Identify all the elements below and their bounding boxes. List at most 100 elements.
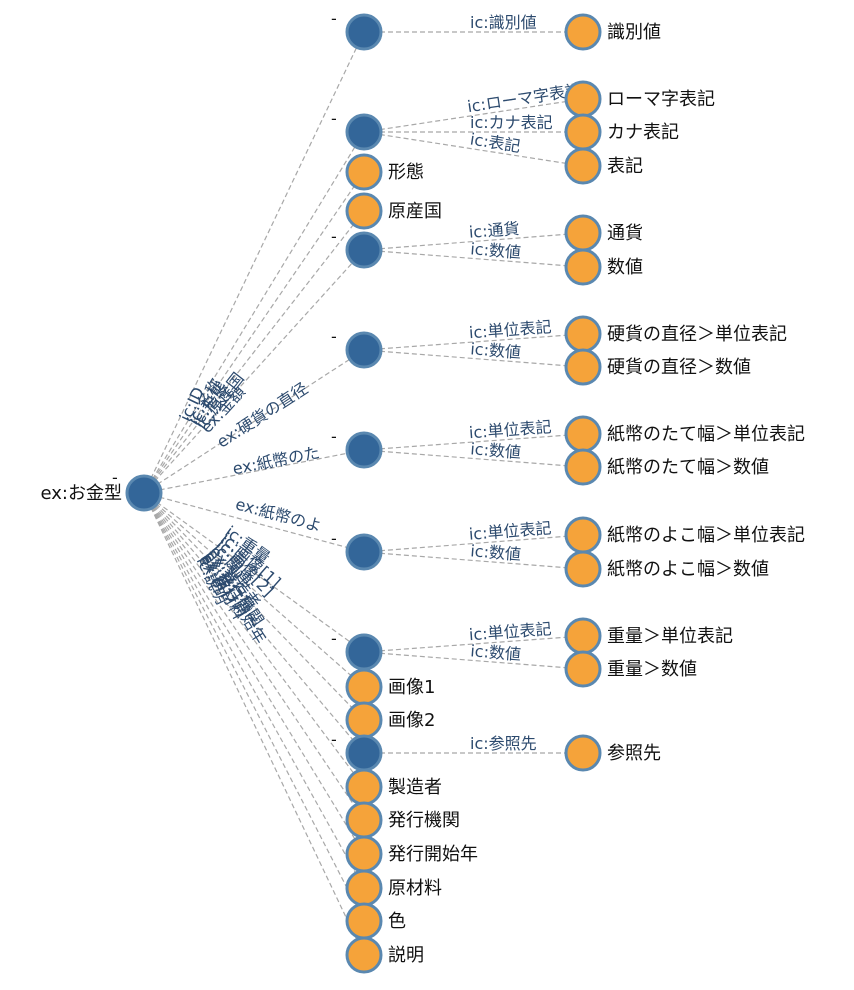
edge-c7-0 (363, 433, 584, 451)
blank-node-c2 (345, 113, 383, 151)
edge-label-c6-1: ic:数値 (470, 339, 522, 362)
edge-c4 (143, 210, 365, 494)
blank-node-c12 (345, 734, 383, 772)
edge-c2 (143, 131, 365, 494)
edge-c11 (143, 492, 365, 721)
edge-c15 (143, 492, 365, 855)
edge-c7 (143, 449, 365, 494)
literal-node-c1-0 (564, 13, 602, 51)
edge-label-c9-1: ic:数値 (470, 641, 522, 664)
node-label-c7-1: 紙幣のたて幅＞数値 (607, 457, 769, 478)
node-label-c11: 画像2 (388, 710, 435, 731)
literal-node-c8-0 (564, 516, 602, 554)
literal-node-c13 (345, 768, 383, 806)
node-label-c5-0: 通貨 (607, 223, 643, 244)
edge-c2-2 (363, 131, 584, 167)
literal-node-c12-0 (564, 734, 602, 772)
literal-node-c5-1 (564, 248, 602, 286)
edge-c9-0 (363, 635, 584, 653)
marker-c5: - (331, 227, 337, 246)
literal-node-c11 (345, 701, 383, 739)
literal-node-c7-1 (564, 448, 602, 486)
node-label-c5-1: 数値 (607, 257, 643, 278)
edge-c2-0 (363, 98, 584, 133)
literal-node-c14 (345, 801, 383, 839)
edge-label-c5-1: ic:数値 (470, 239, 522, 262)
literal-node-c17 (345, 902, 383, 940)
node-label-c12-0: 参照先 (607, 743, 661, 764)
literal-node-c3 (345, 153, 383, 191)
edge-c8 (143, 492, 365, 553)
literal-node-c16 (345, 869, 383, 907)
edge-c5 (143, 249, 365, 494)
literal-node-c2-2 (564, 147, 602, 185)
edge-c16 (143, 492, 365, 889)
node-label-c7-0: 紙幣のたて幅＞単位表記 (607, 424, 805, 445)
node-label-c6-0: 硬貨の直径＞単位表記 (607, 324, 787, 345)
edge-c1 (143, 31, 365, 494)
edge-label-c8-0: ic:単位表記 (468, 518, 552, 543)
literal-node-c6-0 (564, 315, 602, 353)
edge-label-c7-1: ic:数値 (470, 439, 522, 462)
root-label: ex:お金型 (41, 483, 122, 504)
marker-c9: - (331, 629, 337, 648)
edge-label-c6-0: ic:単位表記 (468, 317, 552, 342)
edge-c6-0 (363, 333, 584, 351)
blank-node-c6 (345, 331, 383, 369)
node-label-c2-2: 表記 (607, 156, 643, 177)
edge-label-c8-1: ic:数値 (470, 541, 522, 564)
literal-node-c9-1 (564, 650, 602, 688)
edge-c14 (143, 492, 365, 821)
node-label-c3: 形態 (388, 162, 424, 183)
node-label-c13: 製造者 (388, 777, 442, 798)
marker-c7: - (331, 427, 337, 446)
edge-label-c9-0: ic:単位表記 (468, 619, 552, 644)
node-label-c14: 発行機関 (388, 810, 460, 831)
node-label-c15: 発行開始年 (388, 844, 478, 865)
marker-c8: - (331, 529, 337, 548)
edges-layer (143, 31, 584, 956)
blank-node-c1 (345, 13, 383, 51)
literal-node-c2-1 (564, 113, 602, 151)
marker-c12: - (331, 730, 337, 749)
literal-node-c2-0 (564, 80, 602, 118)
node-label-c2-1: カナ表記 (607, 122, 679, 143)
literal-node-c5-0 (564, 214, 602, 252)
node-label-c17: 色 (388, 911, 406, 932)
edge-label-c1-0: ic:識別値 (470, 13, 537, 32)
node-label-c9-0: 重量＞単位表記 (607, 626, 733, 647)
nodes-layer (125, 13, 602, 974)
edge-c6 (143, 349, 365, 494)
edge-c5-0 (363, 232, 584, 251)
edge-c3 (143, 171, 365, 494)
literal-node-c10 (345, 668, 383, 706)
edge-c7-1 (363, 449, 584, 468)
node-label-c2-0: ローマ字表記 (607, 89, 715, 110)
edge-label-c7-0: ic:単位表記 (468, 417, 552, 442)
literal-node-c8-1 (564, 550, 602, 588)
edge-c18 (143, 492, 365, 956)
edge-label-c5-0: ic:通貨 (468, 219, 520, 242)
edge-c9 (143, 492, 365, 653)
blank-node-c7 (345, 431, 383, 469)
node-label-c8-1: 紙幣のよこ幅＞数値 (607, 559, 769, 580)
root-marker: - (112, 468, 118, 487)
edge-c13 (143, 492, 365, 788)
edge-label-c2-1: ic:カナ表記 (470, 113, 553, 132)
edge-c12 (143, 492, 365, 754)
blank-node-c9 (345, 633, 383, 671)
edge-c5-1 (363, 249, 584, 268)
literal-node-c15 (345, 835, 383, 873)
marker-c2: - (331, 109, 337, 128)
literal-node-c18 (345, 936, 383, 974)
labels-layer: ex:お金型--識別値-ローマ字表記カナ表記表記形態原産国-通貨数値-硬貨の直径… (41, 9, 805, 966)
literal-node-c9-0 (564, 617, 602, 655)
node-label-c9-1: 重量＞数値 (607, 659, 697, 680)
node-label-c1-0: 識別値 (607, 22, 661, 43)
blank-node-c5 (345, 231, 383, 269)
marker-c6: - (331, 327, 337, 346)
edge-c10 (143, 492, 365, 688)
literal-node-c6-1 (564, 348, 602, 386)
node-label-c8-0: 紙幣のよこ幅＞単位表記 (607, 525, 805, 546)
